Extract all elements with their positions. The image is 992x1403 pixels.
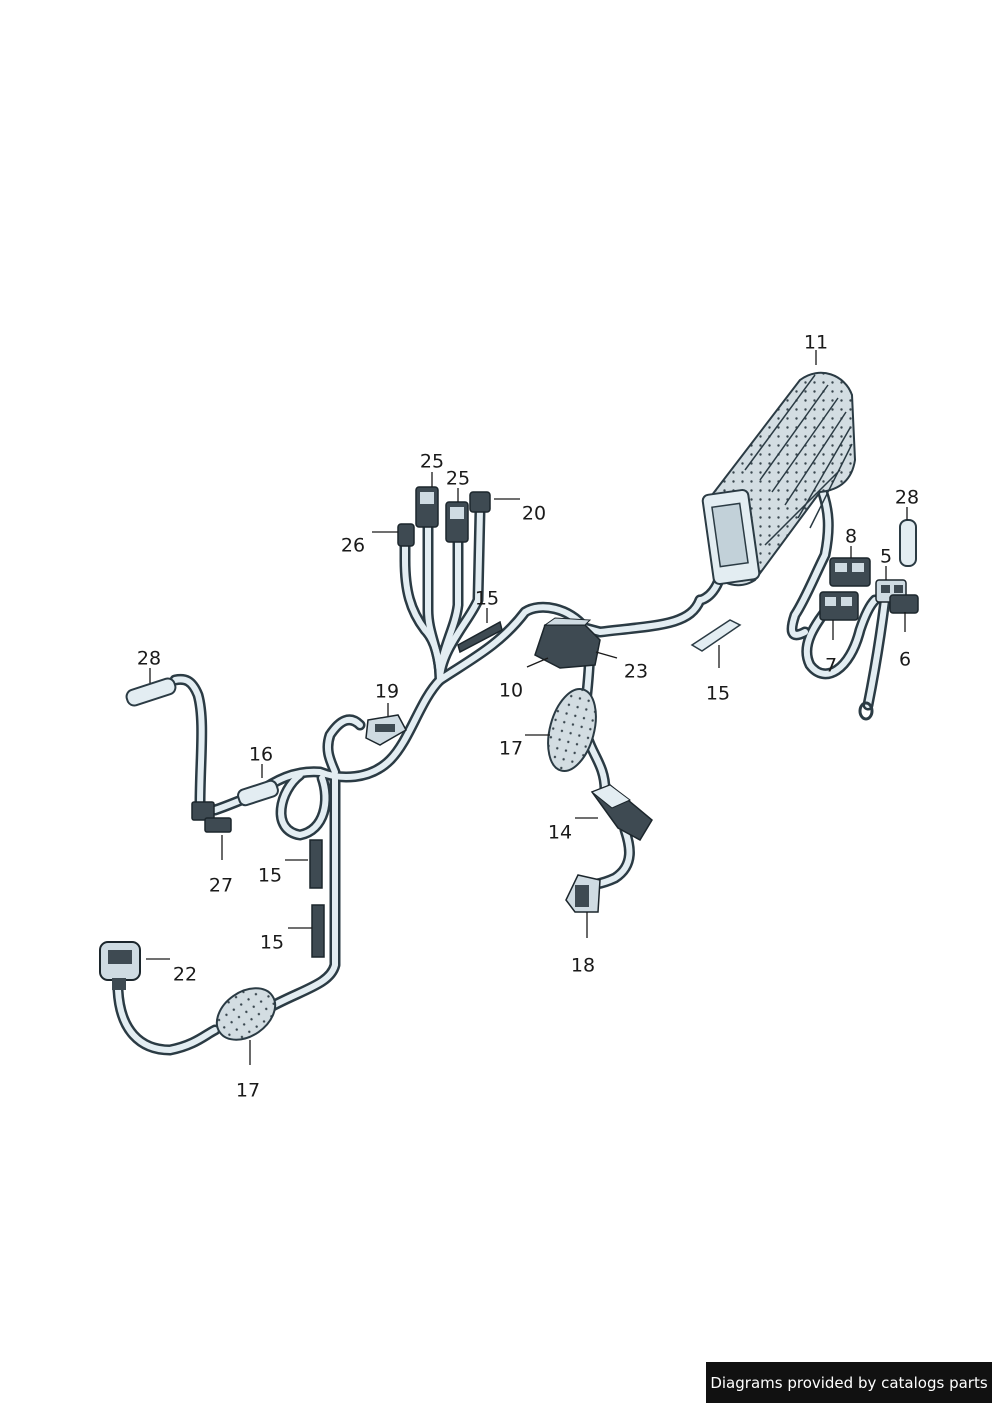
- tape-strip-part-15-top: [457, 620, 503, 654]
- connector-part-7: [819, 591, 859, 621]
- callout-8: 8: [844, 525, 858, 548]
- callout-16: 16: [248, 743, 274, 766]
- callout-18: 18: [570, 954, 596, 977]
- tape-strip-part-15-left-lower: [311, 904, 325, 958]
- tape-strip-part-15-right: [690, 619, 742, 652]
- grommet-part-17-mid: [547, 688, 597, 772]
- connector-part-18: [565, 874, 601, 913]
- callout-17-lower: 17: [235, 1079, 261, 1102]
- callout-5: 5: [879, 545, 893, 568]
- relay-part-14: [590, 784, 653, 842]
- leader-lines: [146, 350, 908, 1065]
- callout-28-right: 28: [894, 486, 920, 509]
- callout-15-right: 15: [705, 682, 731, 705]
- connector-part-6: [889, 594, 919, 614]
- sleeve-part-28-left: [125, 677, 177, 707]
- connector-part-8: [829, 557, 871, 587]
- cable-harness: [112, 479, 891, 1056]
- callout-20: 20: [521, 502, 547, 525]
- callout-6: 6: [898, 648, 912, 671]
- ring-terminal: [858, 701, 874, 721]
- callout-11: 11: [803, 331, 829, 354]
- connector-part-20: [469, 491, 491, 513]
- sleeve-part-16: [237, 779, 279, 807]
- sleeve-part-28-right: [899, 519, 917, 567]
- callout-25-a: 25: [419, 450, 445, 473]
- connector-part-27: [191, 801, 232, 833]
- callout-14: 14: [547, 821, 573, 844]
- cable-boot-part-11: [701, 371, 857, 587]
- callout-15-left-lower: 15: [259, 931, 285, 954]
- attribution-footer: Diagrams provided by catalogs parts: [706, 1362, 992, 1403]
- connector-part-25-b: [445, 501, 469, 543]
- callout-15-top: 15: [474, 587, 500, 610]
- callout-27: 27: [208, 874, 234, 897]
- connector-part-25-a: [415, 486, 439, 528]
- callout-7: 7: [824, 654, 838, 677]
- callout-28-left: 28: [136, 647, 162, 670]
- callout-25-b: 25: [445, 467, 471, 490]
- connector-part-10: [534, 617, 601, 669]
- callout-19: 19: [374, 680, 400, 703]
- callout-15-left-upper: 15: [257, 864, 283, 887]
- connector-part-26: [397, 523, 415, 547]
- grommet-part-17-lower: [215, 987, 277, 1041]
- callout-22: 22: [172, 963, 198, 986]
- callout-26: 26: [340, 534, 366, 557]
- callout-23: 23: [623, 660, 649, 683]
- callout-17-mid: 17: [498, 737, 524, 760]
- connector-part-22: [99, 941, 141, 990]
- tape-strip-part-15-left-upper: [309, 839, 323, 889]
- callout-10: 10: [498, 679, 524, 702]
- connector-part-19: [365, 714, 408, 746]
